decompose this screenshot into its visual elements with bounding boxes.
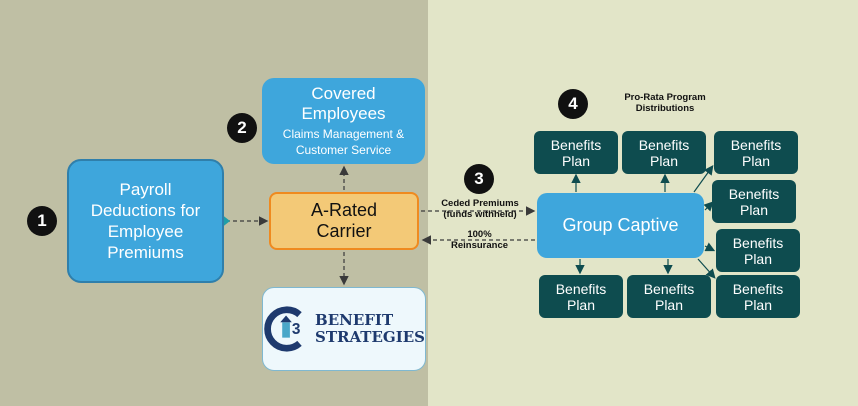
benefits-plan-2: Benefits Plan (622, 131, 706, 174)
benefits-plan-8: Benefits Plan (716, 275, 800, 318)
pro-rata-distributions-label: Pro-Rata Program Distributions (600, 92, 730, 114)
reinsurance-line2: Reinsurance (450, 240, 509, 251)
step-badge-2: 2 (227, 113, 257, 143)
benefits-plan-label: Benefits Plan (732, 234, 784, 267)
step-badge-4: 4 (558, 89, 588, 119)
benefits-plan-1: Benefits Plan (534, 131, 618, 174)
c3-benefit-strategies-logo: 3 BENEFIT STRATEGIES (262, 287, 426, 371)
benefits-plan-7: Benefits Plan (627, 275, 711, 318)
pro-rata-line2: Distributions (635, 103, 695, 114)
covered-employees-title: Covered Employees (301, 84, 386, 123)
benefits-plan-label: Benefits Plan (550, 136, 602, 169)
c3-logo-icon: 3 (264, 306, 302, 352)
reinsurance-line1: 100% (467, 229, 492, 240)
payroll-deductions-box: Payroll Deductions for Employee Premiums (67, 159, 224, 283)
benefits-plan-5: Benefits Plan (716, 229, 800, 272)
benefits-plan-label: Benefits Plan (638, 136, 690, 169)
payroll-deductions-label: Payroll Deductions for Employee Premiums (90, 180, 201, 262)
c3-logo-mark: 3 (292, 321, 301, 338)
reinsurance-label: 100% Reinsurance (432, 229, 527, 251)
benefits-plan-3: Benefits Plan (714, 131, 798, 174)
captive-to-plan-3-arrow (693, 165, 714, 193)
logo-wordmark: BENEFIT STRATEGIES (315, 312, 425, 346)
step-badge-3: 3 (464, 164, 494, 194)
logo-wordmark-top: BENEFIT (315, 311, 394, 329)
ceded-premiums-label: Ceded Premiums (funds withheld) (426, 198, 534, 220)
benefits-plan-4: Benefits Plan (712, 180, 796, 223)
group-captive-box: Group Captive (537, 193, 704, 258)
benefits-plan-label: Benefits Plan (730, 136, 782, 169)
a-rated-carrier-label: A-Rated Carrier (310, 200, 378, 241)
a-rated-carrier-box: A-Rated Carrier (269, 192, 419, 250)
step-badge-1: 1 (27, 206, 57, 236)
benefits-plan-label: Benefits Plan (555, 280, 607, 313)
captive-to-plan-4-arrow (703, 201, 714, 212)
benefits-plan-label: Benefits Plan (732, 280, 784, 313)
captive-to-plan-8-arrow (697, 258, 716, 279)
benefits-plan-label: Benefits Plan (728, 185, 780, 218)
ceded-premiums-line2: (funds withheld) (443, 209, 517, 220)
captive-to-plan-5-arrow (704, 242, 716, 252)
group-captive-label: Group Captive (562, 215, 679, 235)
benefits-plan-label: Benefits Plan (643, 280, 695, 313)
ceded-premiums-line1: Ceded Premiums (441, 198, 519, 209)
covered-employees-subtitle: Claims Management & Customer Service (282, 127, 405, 157)
benefits-plan-6: Benefits Plan (539, 275, 623, 318)
covered-employees-box: Covered Employees Claims Management & Cu… (262, 78, 425, 164)
logo-wordmark-bottom: STRATEGIES (315, 328, 425, 346)
pro-rata-line1: Pro-Rata Program (624, 92, 706, 103)
